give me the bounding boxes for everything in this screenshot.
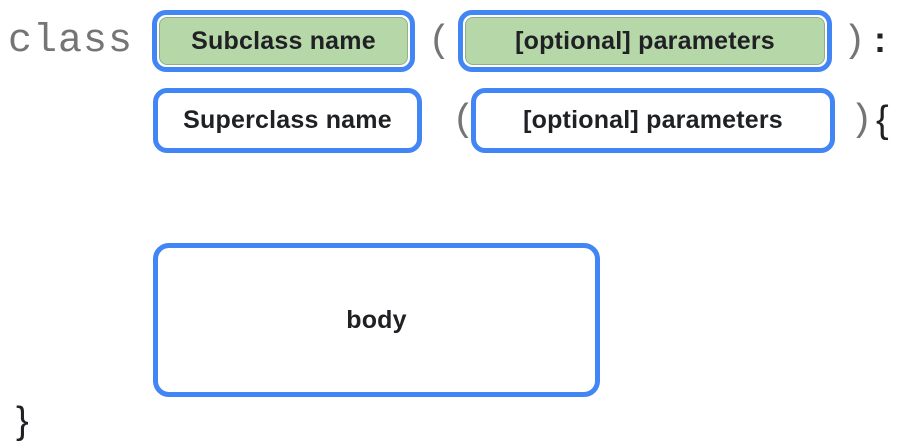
row1-parameters-label: [optional] parameters xyxy=(515,26,775,55)
subclass-name-box: Subclass name xyxy=(152,10,415,72)
row1-close-paren: ) xyxy=(843,20,866,63)
row2-parameters-label: [optional] parameters xyxy=(523,106,783,134)
superclass-name-box: Superclass name xyxy=(153,88,422,153)
body-box: body xyxy=(153,243,600,397)
row1-open-paren: ( xyxy=(428,20,451,63)
colon-separator: : xyxy=(874,19,886,60)
open-brace: { xyxy=(876,99,889,141)
subclass-name-fill: Subclass name xyxy=(159,17,408,65)
row1-parameters-box: [optional] parameters xyxy=(458,10,832,72)
body-label: body xyxy=(346,305,407,334)
subclass-name-label: Subclass name xyxy=(191,26,376,55)
row1-parameters-fill: [optional] parameters xyxy=(465,17,825,65)
row2-open-paren: ( xyxy=(452,99,475,142)
row2-parameters-box: [optional] parameters xyxy=(471,88,835,153)
class-keyword: class xyxy=(8,19,134,64)
superclass-name-label: Superclass name xyxy=(183,106,392,134)
close-brace: } xyxy=(16,400,29,442)
row2-close-paren: ) xyxy=(850,99,873,142)
